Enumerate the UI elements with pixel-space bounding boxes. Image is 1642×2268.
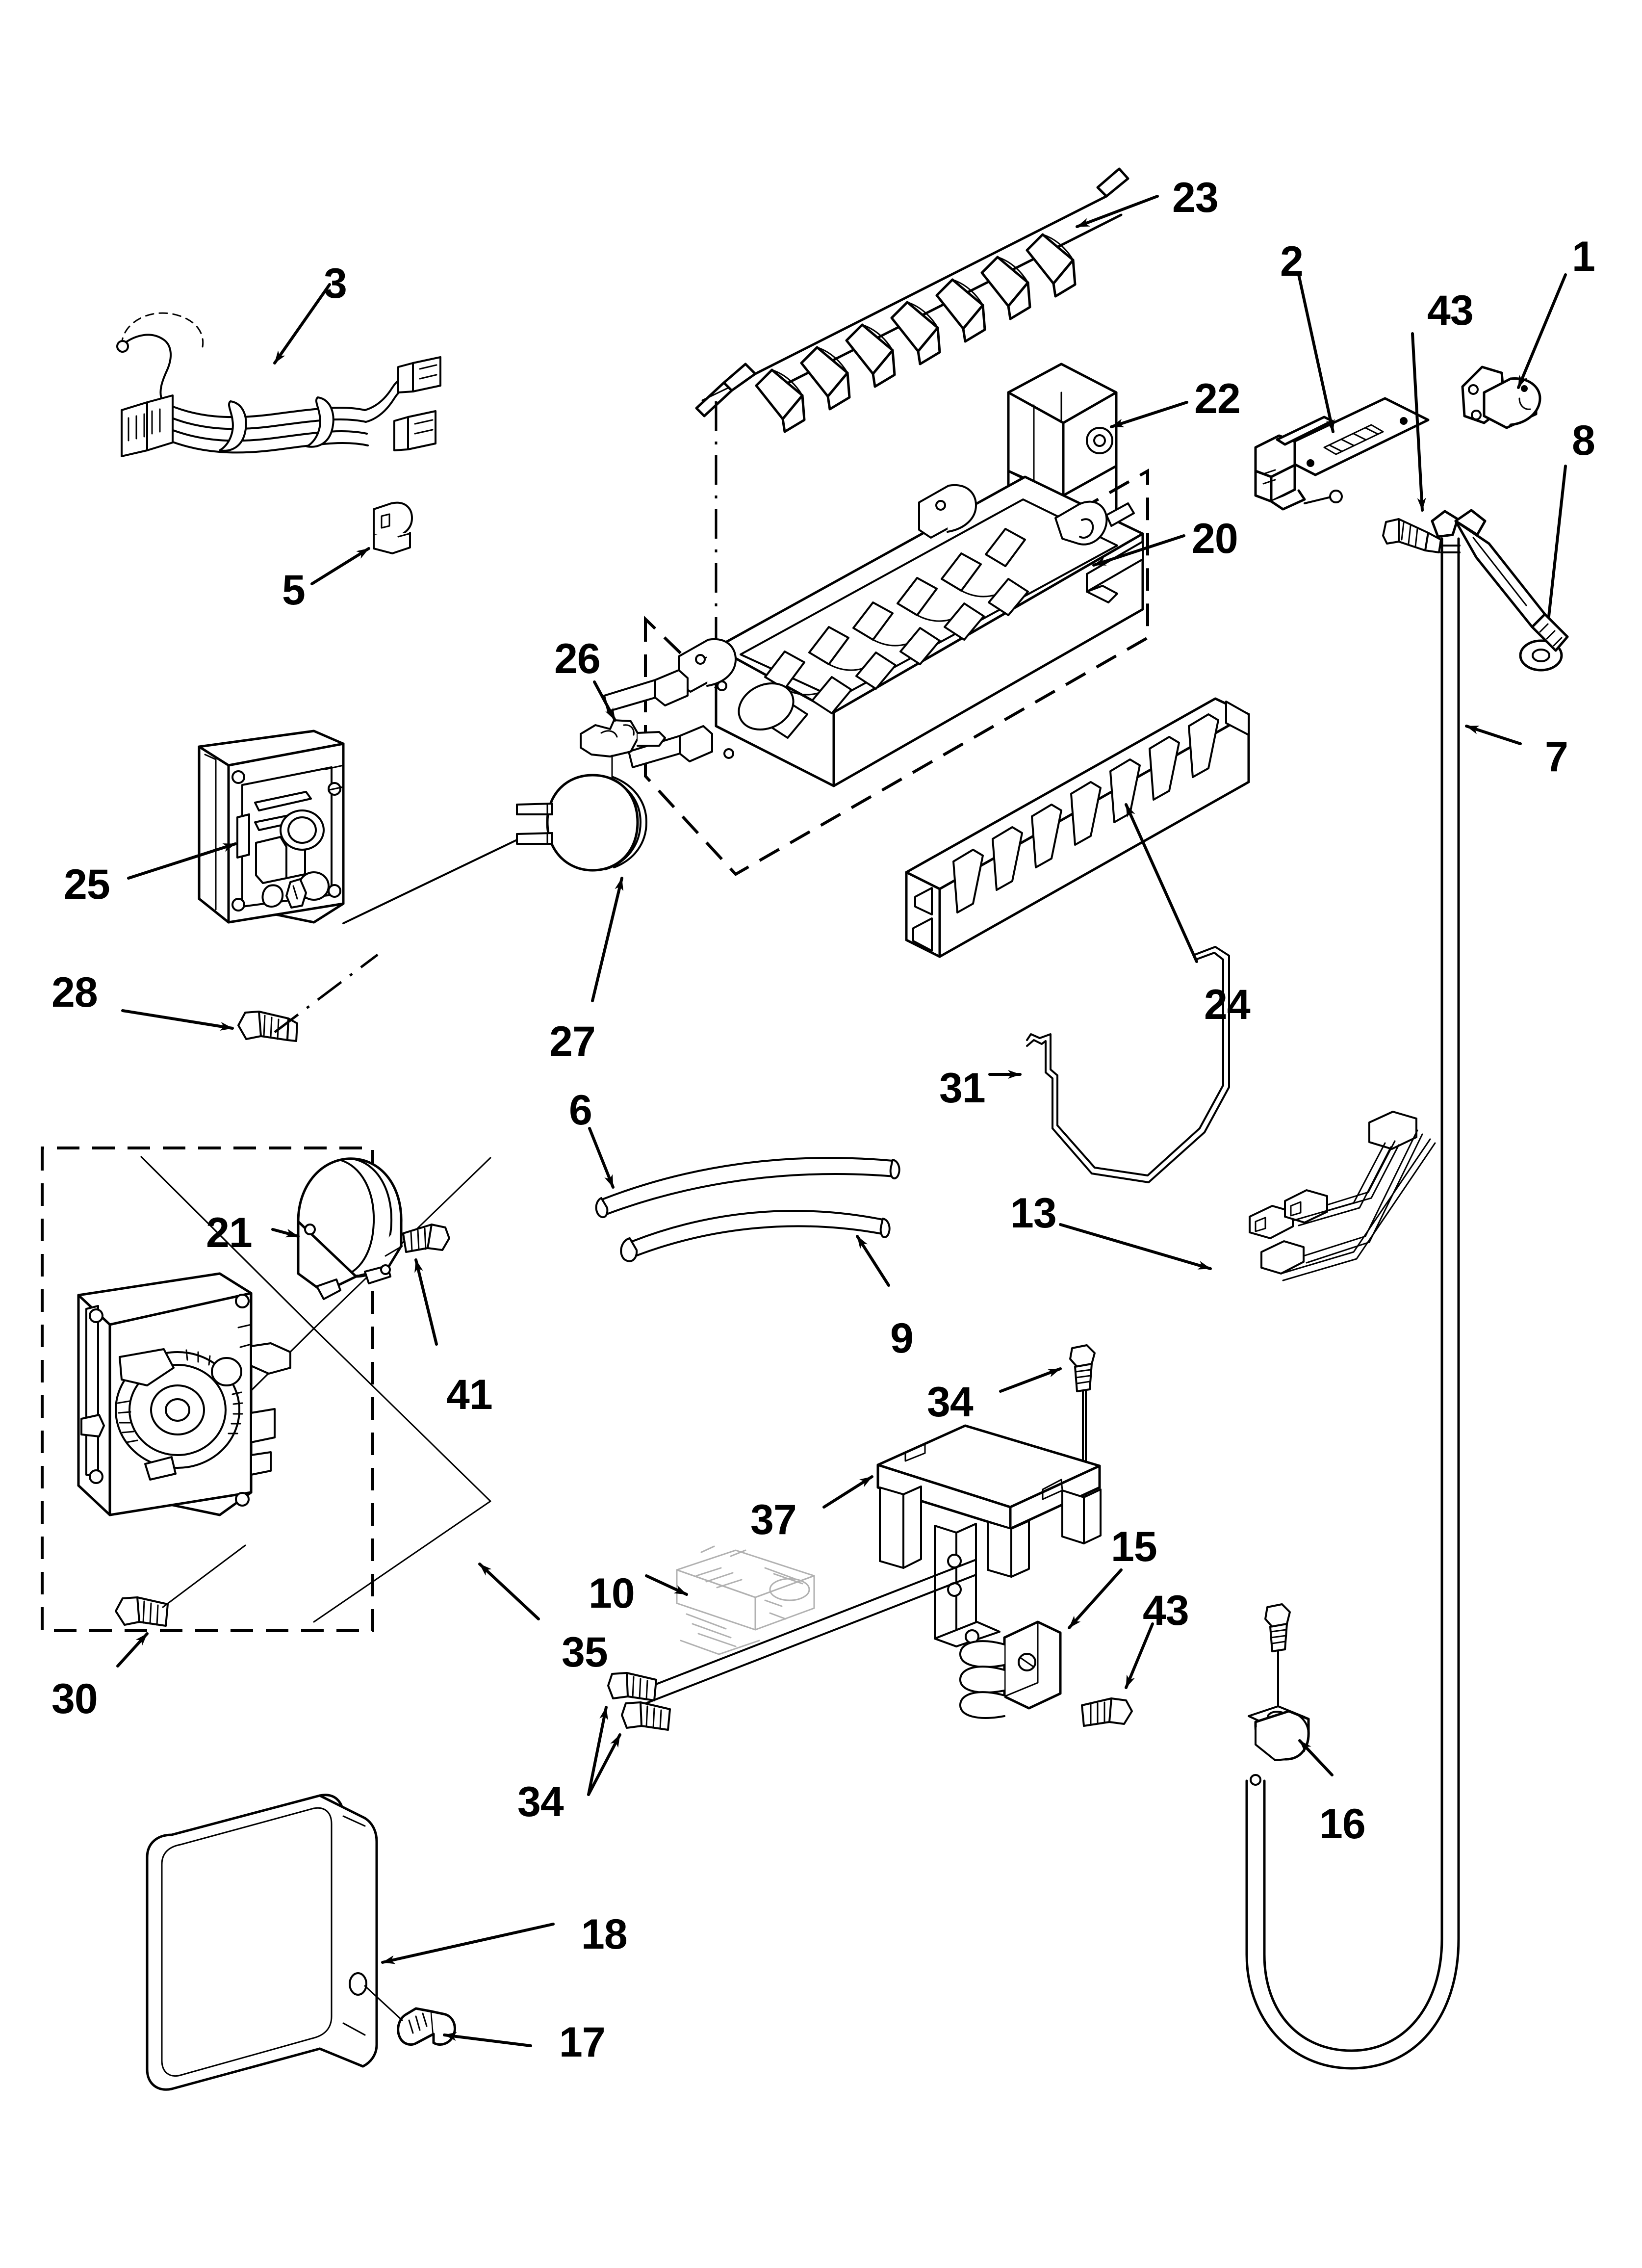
part-thermostat-27: [516, 774, 647, 872]
callout-22: 22: [1194, 375, 1241, 422]
part-mounting-plate-2: [1254, 397, 1430, 511]
callout-23: 23: [1172, 174, 1219, 221]
callout-43-top: 43: [1427, 287, 1474, 334]
part-water-tube-6: [595, 1157, 900, 1219]
part-tube-clamp-16: [1248, 1705, 1310, 1761]
callout-3: 3: [324, 260, 347, 307]
callout-17: 17: [559, 2019, 606, 2066]
callout-34-bottom: 34: [517, 1778, 564, 1825]
callout-26: 26: [554, 635, 601, 682]
callout-7: 7: [1545, 733, 1568, 781]
part-fill-tube-bushing-1: [1461, 365, 1541, 429]
part-screw-28: [237, 1011, 298, 1042]
callout-25: 25: [64, 861, 110, 908]
part-screw-34-right: [1069, 1344, 1096, 1500]
callout-13: 13: [1010, 1190, 1057, 1237]
callout-24: 24: [1204, 981, 1251, 1028]
part-screw-30: [115, 1596, 169, 1627]
callout-15: 15: [1111, 1523, 1157, 1570]
callout-30: 30: [51, 1675, 98, 1722]
part-screw-34-bottomleft: [607, 1672, 671, 1731]
callout-8: 8: [1572, 417, 1595, 464]
callout-18: 18: [581, 1911, 628, 1958]
callout-10: 10: [589, 1570, 635, 1617]
callout-21: 21: [206, 1209, 253, 1256]
callout-35: 35: [562, 1629, 608, 1676]
part-screw-43-bottom: [1081, 1697, 1133, 1727]
callout-43-bottom: 43: [1143, 1587, 1189, 1634]
part-icemaker-ghost-10: [676, 1545, 815, 1655]
part-ice-container-18: [146, 1794, 378, 2091]
callout-9: 9: [890, 1315, 914, 1362]
part-ice-ejector-23: [695, 167, 1129, 433]
part-screw-43-clamp: [1264, 1603, 1291, 1713]
callout-31: 31: [939, 1065, 986, 1112]
part-screw-41: [402, 1224, 450, 1253]
part-mounting-bracket-37: [634, 1424, 1102, 1708]
part-wire-clip-5: [373, 501, 413, 554]
callout-27: 27: [549, 1018, 596, 1065]
part-shutoff-arm-31: [1026, 946, 1230, 1183]
callout-41: 41: [446, 1371, 493, 1418]
part-module-assembly-35: [77, 1272, 291, 1516]
callout-16: 16: [1319, 1800, 1366, 1848]
callout-5: 5: [282, 567, 306, 614]
part-wiring-harness-13: [1249, 1111, 1436, 1281]
callout-37: 37: [750, 1496, 797, 1543]
part-ice-mold-20: [603, 475, 1144, 787]
part-thermostat-clip-26: [580, 719, 666, 757]
callout-20: 20: [1192, 515, 1238, 562]
callout-28: 28: [51, 969, 98, 1016]
part-wire-harness-3: [116, 312, 441, 457]
part-grommet-washer-8: [1519, 639, 1563, 672]
callout-34-right: 34: [927, 1379, 974, 1426]
part-ice-stripper-24: [905, 697, 1250, 958]
callout-2: 2: [1280, 238, 1304, 285]
part-screw-43-top: [1382, 518, 1442, 553]
part-module-cover-25: [198, 730, 345, 924]
part-spring-clip-15: [959, 1620, 1062, 1719]
part-plug-button-17: [397, 2007, 456, 2046]
part-water-tube-9: [620, 1210, 891, 1262]
callout-1: 1: [1572, 233, 1595, 280]
callout-6: 6: [569, 1087, 592, 1134]
part-drive-motor-21: [297, 1157, 403, 1300]
part-water-fill-tube-7: [1245, 509, 1569, 2070]
